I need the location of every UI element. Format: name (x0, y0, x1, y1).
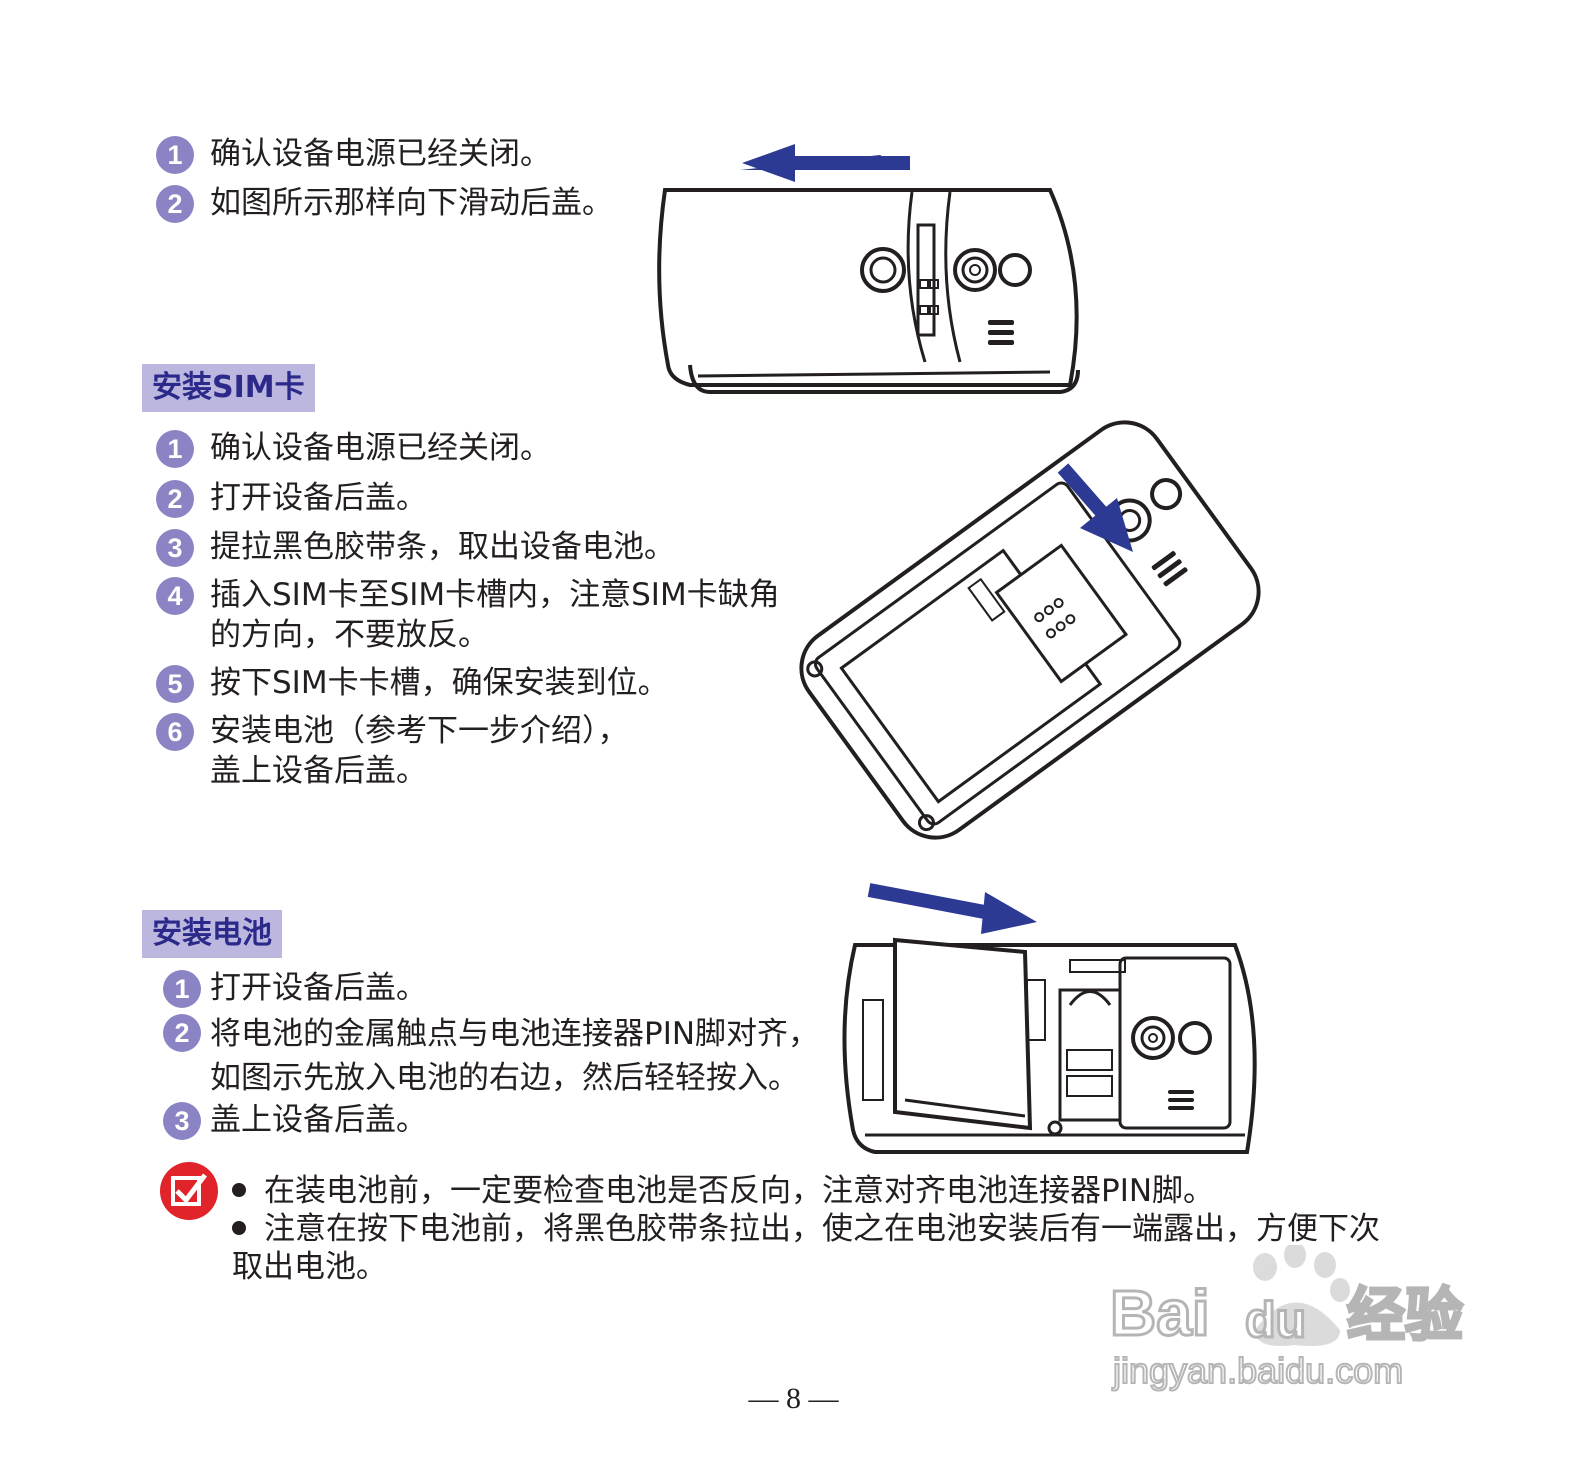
note-line-1: 在装电池前，一定要检查电池是否反向，注意对齐电池连接器PIN脚。 (232, 1171, 1214, 1211)
step-text: 确认设备电源已经关闭。 (210, 430, 551, 466)
watermark-brand-2: du (1245, 1292, 1306, 1348)
step-number-badge: 2 (163, 1014, 201, 1052)
battery-install-illustration (842, 883, 1257, 1154)
phone-back-cover-illustration (657, 144, 1080, 394)
arrow-down-icon (1057, 463, 1111, 521)
step-number-badge: 6 (156, 713, 194, 751)
step-text: 盖上设备后盖。 (210, 1102, 427, 1138)
watermark-cn: 经验 (1347, 1281, 1463, 1349)
step-text: 提拉黑色胶带条，取出设备电池。 (210, 529, 675, 565)
step-text-line: 安装电池（参考下一步介绍）， (210, 713, 629, 749)
step-number-badge: 2 (156, 185, 194, 223)
step-text: 安装电池（参考下一步介绍）， 盖上设备后盖。 (210, 711, 629, 791)
step-number-badge: 2 (156, 480, 194, 518)
battery-section-heading: 安装电池 (142, 910, 282, 958)
step-number-badge: 1 (156, 136, 194, 174)
cover-step-1: 1 确认设备电源已经关闭。 (156, 134, 551, 174)
step-text: 打开设备后盖。 (210, 480, 427, 516)
sim-step-3: 3 提拉黑色胶带条，取出设备电池。 (156, 527, 675, 567)
note-text: 注意在按下电池前，将黑色胶带条拉出，使之在电池安装后有一端露出，方便下次 (264, 1211, 1380, 1247)
bullet-icon (232, 1183, 246, 1197)
arrow-right-icon (867, 883, 997, 921)
cover-step-2: 2 如图所示那样向下滑动后盖。 (156, 183, 613, 223)
battery-step-3: 3 盖上设备后盖。 (163, 1100, 427, 1140)
note-line-2: 注意在按下电池前，将黑色胶带条拉出，使之在电池安装后有一端露出，方便下次 (232, 1209, 1380, 1249)
watermark-brand: Bai (1110, 1277, 1210, 1349)
checkbox-note-icon (160, 1162, 218, 1220)
step-number-badge: 4 (156, 577, 194, 615)
battery-step-1: 1 打开设备后盖。 (163, 968, 427, 1008)
step-number-badge: 3 (156, 529, 194, 567)
sim-step-5: 5 按下SIM卡卡槽，确保安装到位。 (156, 663, 669, 703)
step-text-line: 盖上设备后盖。 (210, 753, 427, 789)
step-text-line: 的方向，不要放反。 (210, 617, 489, 653)
page-number: — 8 — (748, 1382, 839, 1415)
step-text: 将电池的金属触点与电池连接器PIN脚对齐， 如图示先放入电池的右边，然后轻轻按入… (210, 1012, 819, 1100)
step-text: 按下SIM卡卡槽，确保安装到位。 (210, 665, 669, 701)
step-number-badge: 1 (156, 430, 194, 468)
sim-step-1: 1 确认设备电源已经关闭。 (156, 428, 551, 468)
note-text: 在装电池前，一定要检查电池是否反向，注意对齐电池连接器PIN脚。 (264, 1173, 1215, 1209)
step-text: 确认设备电源已经关闭。 (210, 136, 551, 172)
note-line-3: 取出电池。 (232, 1249, 387, 1285)
step-text: 插入SIM卡至SIM卡槽内，注意SIM卡缺角 的方向，不要放反。 (210, 575, 780, 655)
step-text: 如图所示那样向下滑动后盖。 (210, 185, 613, 221)
sim-step-4: 4 插入SIM卡至SIM卡槽内，注意SIM卡缺角 的方向，不要放反。 (156, 575, 780, 655)
step-text-line: 将电池的金属触点与电池连接器PIN脚对齐， (210, 1016, 820, 1052)
step-number-badge: 1 (163, 970, 201, 1008)
sim-section-heading: 安装SIM卡 (142, 364, 315, 412)
sim-install-illustration (799, 420, 1261, 840)
step-number-badge: 5 (156, 665, 194, 703)
sim-step-2: 2 打开设备后盖。 (156, 478, 427, 518)
step-text: 打开设备后盖。 (210, 970, 427, 1006)
baidu-jingyan-watermark-logo: Bai du 经验 jingyan.baidu.com (1109, 1245, 1465, 1392)
bullet-icon (232, 1221, 246, 1235)
battery-step-2: 2 将电池的金属触点与电池连接器PIN脚对齐， 如图示先放入电池的右边，然后轻轻… (163, 1012, 819, 1100)
step-text-line: 插入SIM卡至SIM卡槽内，注意SIM卡缺角 (210, 577, 780, 613)
watermark-url: jingyan.baidu.com (1112, 1350, 1403, 1391)
step-text-line: 如图示先放入电池的右边，然后轻轻按入。 (210, 1060, 799, 1096)
sim-step-6: 6 安装电池（参考下一步介绍）， 盖上设备后盖。 (156, 711, 629, 791)
step-number-badge: 3 (163, 1102, 201, 1140)
